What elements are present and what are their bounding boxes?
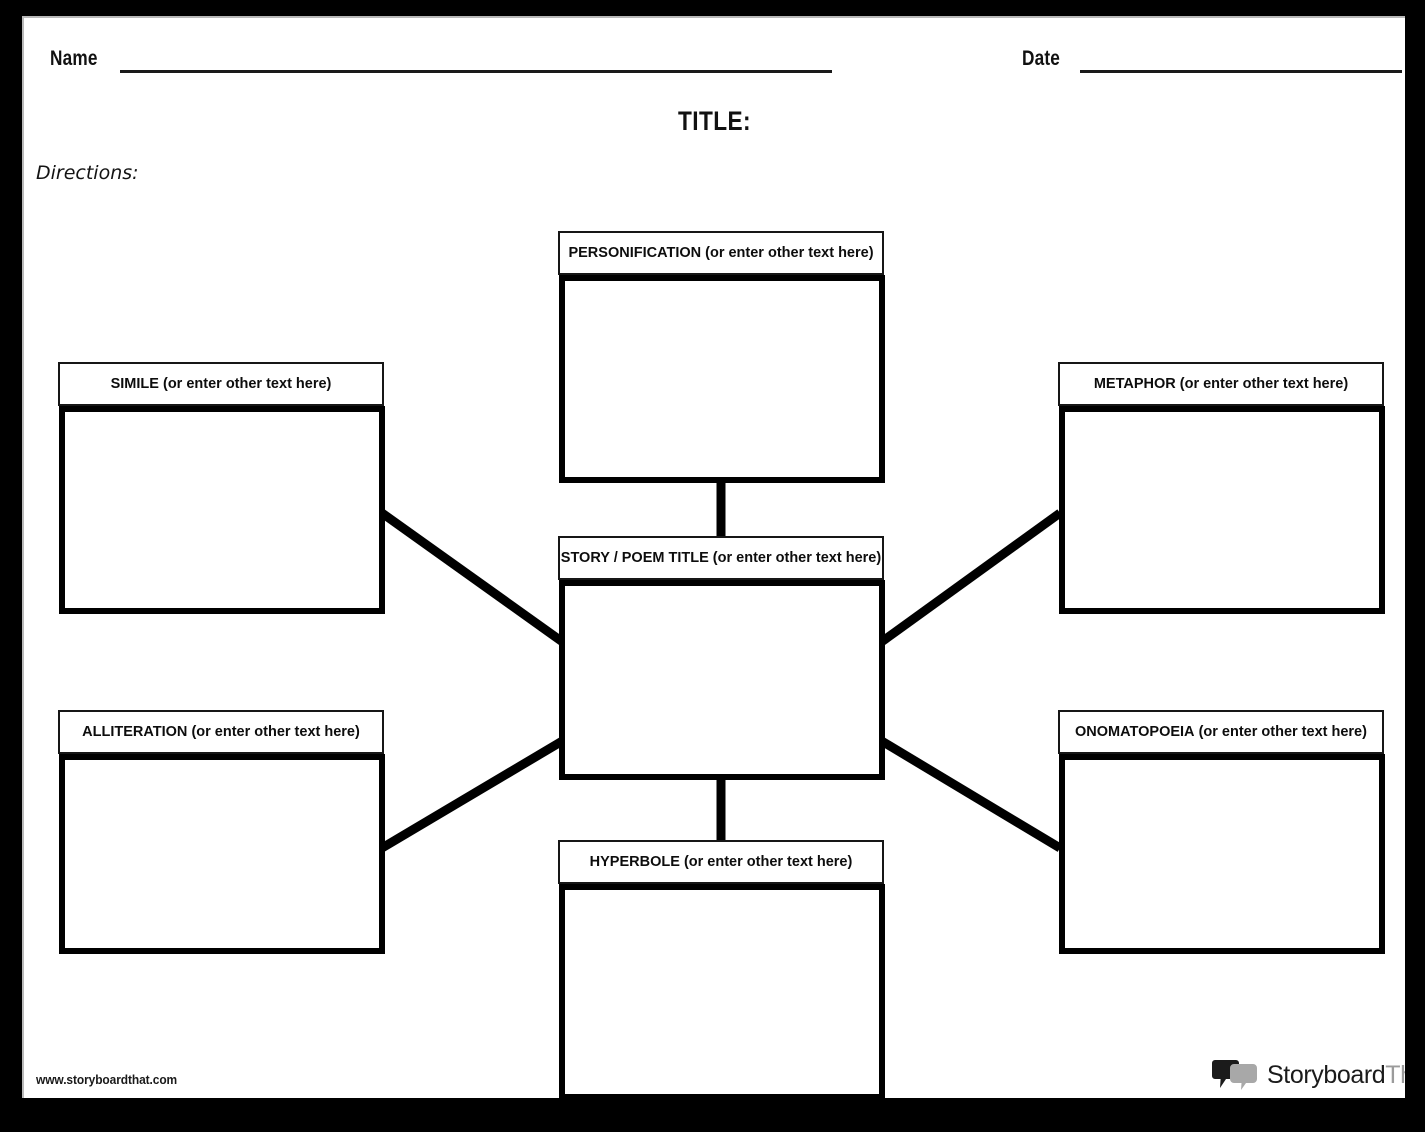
node-term-onomatopoeia: ONOMATOPOEIA — [1075, 723, 1195, 740]
node-term-personification: PERSONIFICATION — [568, 244, 702, 261]
name-field[interactable]: Name — [50, 48, 832, 73]
node-body-onomatopoeia[interactable] — [1059, 754, 1385, 954]
organizer-node-center[interactable]: STORY / POEM TITLE (or enter other text … — [558, 536, 885, 780]
node-label-center: STORY / POEM TITLE (or enter other text … — [561, 551, 881, 566]
name-label: Name — [50, 47, 98, 70]
node-body-personification[interactable] — [559, 275, 885, 483]
node-hint-simile: (or enter other text here) — [162, 375, 332, 392]
node-term-metaphor: METAPHOR — [1093, 375, 1176, 392]
node-header-personification[interactable]: PERSONIFICATION (or enter other text her… — [558, 231, 884, 275]
node-hint-personification: (or enter other text here) — [705, 244, 874, 261]
logo-word-that: That — [1385, 1060, 1405, 1089]
node-term-hyperbole: HYPERBOLE — [589, 853, 680, 870]
node-header-alliteration[interactable]: ALLITERATION (or enter other text here) — [58, 710, 384, 754]
node-header-simile[interactable]: SIMILE (or enter other text here) — [58, 362, 384, 406]
name-input-rule[interactable] — [120, 70, 832, 73]
node-label-onomatopoeia: ONOMATOPOEIA (or enter other text here) — [1075, 725, 1367, 740]
node-body-metaphor[interactable] — [1059, 406, 1385, 614]
date-input-rule[interactable] — [1080, 70, 1403, 73]
connector-simile — [379, 509, 567, 647]
node-hint-center: (or enter other text here) — [712, 549, 882, 566]
node-header-metaphor[interactable]: METAPHOR (or enter other text here) — [1058, 362, 1384, 406]
node-term-simile: SIMILE — [110, 375, 159, 392]
node-label-personification: PERSONIFICATION (or enter other text her… — [568, 246, 873, 261]
date-label: Date — [1022, 47, 1060, 70]
node-header-onomatopoeia[interactable]: ONOMATOPOEIA (or enter other text here) — [1058, 710, 1384, 754]
worksheet-page: Name Date TITLE: Directions: — [22, 16, 1405, 1098]
connector-onomatopoeia — [877, 736, 1063, 852]
organizer-node-metaphor[interactable]: METAPHOR (or enter other text here) — [1058, 362, 1385, 614]
node-term-alliteration: ALLITERATION — [82, 723, 188, 740]
connector-alliteration — [379, 736, 567, 852]
node-body-simile[interactable] — [59, 406, 385, 614]
node-header-center[interactable]: STORY / POEM TITLE (or enter other text … — [558, 536, 884, 580]
site-url: www.storyboardthat.com — [36, 1072, 189, 1087]
directions-label: Directions: — [36, 162, 139, 184]
connector-metaphor — [877, 509, 1063, 647]
sheet-title-text: TITLE: — [677, 106, 752, 136]
date-field[interactable]: Date — [1022, 47, 1403, 73]
node-hint-hyperbole: (or enter other text here) — [683, 853, 853, 870]
node-hint-onomatopoeia: (or enter other text here) — [1198, 723, 1367, 740]
node-label-simile: SIMILE (or enter other text here) — [111, 377, 332, 392]
organizer-node-alliteration[interactable]: ALLITERATION (or enter other text here) — [58, 710, 385, 954]
logo-word-storyboard: Storyboard — [1267, 1060, 1386, 1089]
sheet-title: TITLE: — [24, 106, 1405, 137]
storyboardthat-logo: StoryboardThat — [1212, 1058, 1405, 1092]
node-term-center: STORY / POEM TITLE — [560, 549, 709, 566]
organizer-node-simile[interactable]: SIMILE (or enter other text here) — [58, 362, 385, 614]
node-body-center[interactable] — [559, 580, 885, 780]
node-label-hyperbole: HYPERBOLE (or enter other text here) — [590, 855, 853, 870]
organizer-node-onomatopoeia[interactable]: ONOMATOPOEIA (or enter other text here) — [1058, 710, 1385, 954]
node-body-hyperbole[interactable] — [559, 884, 885, 1098]
node-header-hyperbole[interactable]: HYPERBOLE (or enter other text here) — [558, 840, 884, 884]
node-hint-metaphor: (or enter other text here) — [1179, 375, 1349, 392]
node-label-metaphor: METAPHOR (or enter other text here) — [1094, 377, 1348, 392]
node-label-alliteration: ALLITERATION (or enter other text here) — [82, 725, 360, 740]
node-hint-alliteration: (or enter other text here) — [191, 723, 360, 740]
organizer-node-hyperbole[interactable]: HYPERBOLE (or enter other text here) — [558, 840, 885, 1098]
site-url-text: www.storyboardthat.com — [36, 1072, 178, 1087]
organizer-node-personification[interactable]: PERSONIFICATION (or enter other text her… — [558, 231, 885, 483]
logo-wordmark: StoryboardThat — [1267, 1060, 1405, 1089]
node-body-alliteration[interactable] — [59, 754, 385, 954]
speech-bubbles-icon — [1212, 1060, 1257, 1090]
